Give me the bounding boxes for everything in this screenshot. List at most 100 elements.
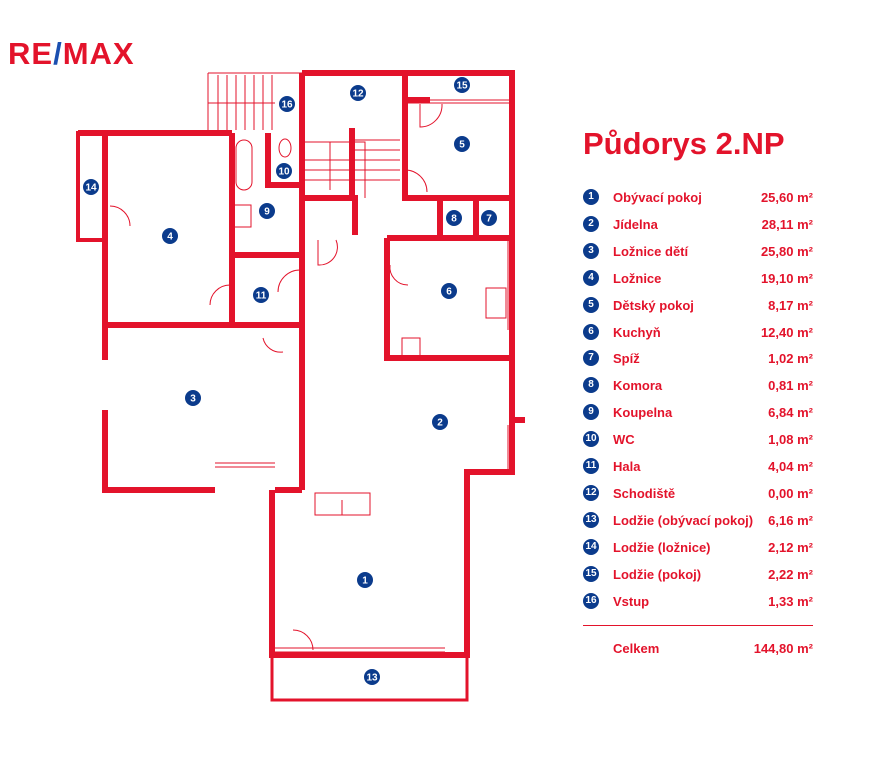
- room-number-badge: 5: [583, 296, 599, 313]
- room-name: Ložnice dětí: [613, 243, 689, 259]
- room-number-badge: 4: [583, 269, 599, 286]
- legend-row: 14 Lodžie (ložnice) 2,12 m²: [583, 538, 813, 559]
- room-area: 8,17 m²: [768, 297, 813, 313]
- room-marker-number: 9: [264, 207, 270, 218]
- room-marker: [253, 287, 269, 303]
- legend-row: 12 Schodiště 0,00 m²: [583, 484, 813, 505]
- room-marker-number: 12: [352, 89, 364, 100]
- room-marker: [446, 210, 462, 226]
- room-area: 0,81 m²: [768, 378, 813, 394]
- room-area: 1,33 m²: [768, 593, 813, 609]
- room-area: 25,60 m²: [760, 190, 813, 205]
- room-marker-number: 7: [486, 214, 492, 225]
- room-marker-number: 15: [456, 81, 468, 92]
- legend-row: 1 Obývací pokoj 25,60 m²: [583, 189, 813, 209]
- room-number-badge: 11: [583, 458, 599, 474]
- room-marker: [432, 414, 448, 430]
- room-name: Vstup: [613, 593, 650, 609]
- room-number-badge: 12: [583, 484, 599, 501]
- room-area: 6,16 m²: [768, 512, 813, 528]
- room-marker: [441, 283, 457, 299]
- room-marker: [185, 390, 201, 406]
- room-marker-number: 11: [256, 291, 267, 302]
- remax-logo: RE/MAX: [8, 36, 135, 71]
- room-marker-number: 4: [167, 232, 173, 243]
- room-marker-number: 16: [281, 100, 293, 111]
- legend-title: Půdorys 2.NP: [583, 126, 785, 161]
- room-marker: [454, 77, 470, 93]
- legend-row: 4 Ložnice 19,10 m²: [583, 269, 813, 290]
- room-area: 28,11 m²: [761, 216, 813, 232]
- room-marker: [83, 179, 99, 195]
- legend-row: 5 Dětský pokoj 8,17 m²: [583, 296, 813, 317]
- room-name: Jídelna: [613, 216, 658, 232]
- room-area: 6,84 m²: [768, 405, 813, 421]
- room-number-badge: 16: [583, 592, 599, 609]
- room-name: WC: [613, 432, 635, 448]
- room-area: 19,10 m²: [760, 270, 813, 286]
- room-marker: [259, 203, 275, 219]
- room-marker-number: 2: [437, 418, 443, 429]
- room-name: Koupelna: [613, 405, 673, 421]
- room-name: Dětský pokoj: [613, 297, 694, 313]
- legend-row: 10 WC 1,08 m²: [583, 431, 813, 451]
- room-marker-number: 14: [85, 183, 97, 194]
- room-marker-number: 3: [190, 394, 196, 405]
- room-marker: [357, 572, 373, 588]
- room-marker-number: 10: [278, 167, 290, 178]
- room-marker: [454, 136, 470, 152]
- room-marker: [481, 210, 497, 226]
- walls: [76, 70, 525, 702]
- legend-row: 13 Lodžie (obývací pokoj) 6,16 m²: [583, 511, 813, 532]
- room-area: 0,00 m²: [768, 485, 813, 501]
- legend-separator: [583, 625, 813, 626]
- legend-row: 6 Kuchyň 12,40 m²: [583, 323, 813, 344]
- room-marker: [279, 96, 295, 112]
- room-marker-number: 5: [459, 140, 465, 151]
- room-marker: [364, 669, 380, 685]
- legend-row: 3 Ložnice dětí 25,80 m²: [583, 242, 813, 263]
- room-name: Hala: [613, 459, 641, 474]
- room-name: Lodžie (obývací pokoj): [613, 512, 754, 528]
- room-number-badge: 7: [583, 350, 599, 367]
- room-marker: [162, 228, 178, 244]
- legend-row: 7 Spíž 1,02 m²: [583, 350, 813, 370]
- entrance-stairs: [207, 72, 302, 133]
- room-area: 1,02 m²: [768, 351, 813, 367]
- legend-row: 8 Komora 0,81 m²: [583, 377, 813, 397]
- room-name: Ložnice: [613, 270, 662, 286]
- legend-row: 11 Hala 4,04 m²: [583, 458, 813, 478]
- room-name: Lodžie (pokoj): [613, 566, 702, 582]
- room-name: Obývací pokoj: [613, 190, 702, 205]
- room-number-badge: 14: [583, 538, 599, 555]
- room-number-badge: 2: [583, 215, 599, 232]
- room-number-badge: 1: [583, 189, 599, 205]
- room-marker-number: 8: [451, 214, 457, 225]
- room-name: Lodžie (ložnice): [613, 539, 711, 555]
- room-name: Schodiště: [613, 485, 676, 501]
- room-area: 4,04 m²: [768, 459, 813, 474]
- total-area: 144,80 m²: [753, 641, 813, 656]
- room-area: 12,40 m²: [760, 324, 813, 340]
- room-number-badge: 10: [583, 431, 599, 448]
- legend-row: 2 Jídelna 28,11 m²: [583, 215, 813, 236]
- room-area: 25,80 m²: [760, 243, 813, 259]
- room-area: 2,22 m²: [768, 566, 813, 582]
- legend-row: 15 Lodžie (pokoj) 2,22 m²: [583, 565, 813, 586]
- legend-row: 9 Koupelna 6,84 m²: [583, 404, 813, 424]
- room-marker: [276, 163, 292, 179]
- room-marker-number: 13: [366, 673, 378, 684]
- room-number-badge: 13: [583, 511, 599, 528]
- room-name: Spíž: [613, 351, 640, 367]
- room-name: Kuchyň: [613, 324, 661, 340]
- room-area: 1,08 m²: [768, 432, 813, 448]
- total-label: Celkem: [613, 641, 660, 656]
- legend-total-row: Celkem 144,80 m²: [583, 640, 813, 660]
- room-number-badge: 15: [583, 565, 599, 582]
- legend-row: 16 Vstup 1,33 m²: [583, 592, 813, 613]
- room-number-badge: 8: [583, 377, 599, 394]
- room-marker-number: 1: [362, 576, 368, 587]
- room-number-badge: 6: [583, 323, 599, 340]
